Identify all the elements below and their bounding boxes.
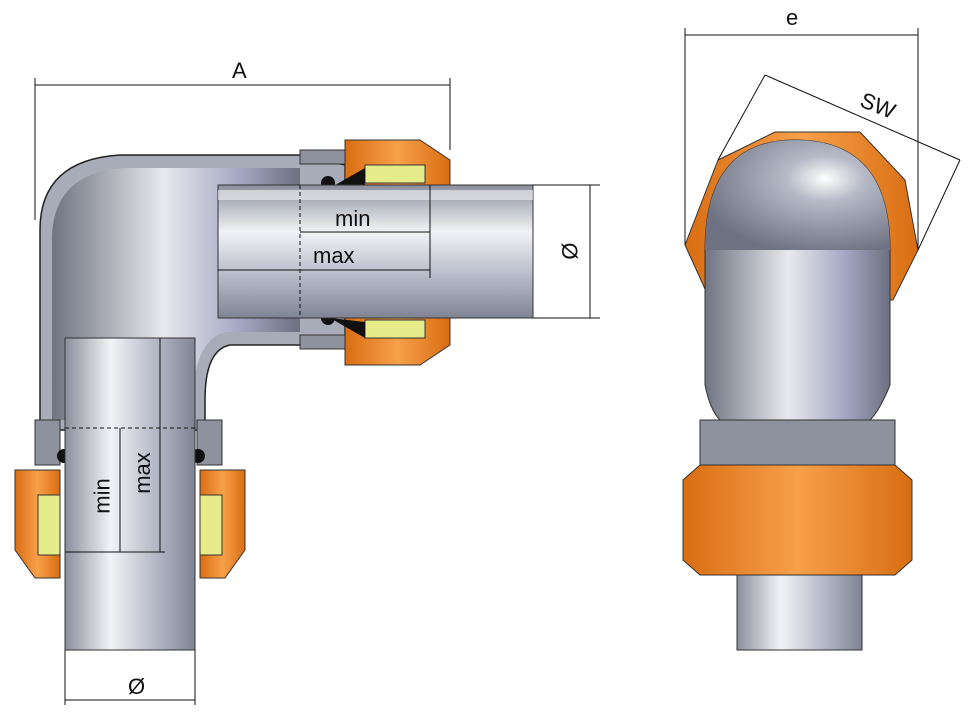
dimension-lines — [34, 78, 600, 705]
side-view — [682, 131, 919, 651]
horizontal-max-label: max — [313, 243, 355, 268]
side-dimension-lines — [684, 28, 961, 251]
dimension-a-label: A — [232, 58, 247, 83]
horizontal-min-label: min — [335, 206, 371, 231]
vertical-min-label: min — [89, 478, 115, 514]
vertical-max-label: max — [129, 452, 155, 494]
dimension-e-label: e — [786, 5, 799, 30]
elbow-section — [14, 139, 534, 651]
horizontal-diameter-label: Ø — [557, 242, 583, 260]
vertical-diameter-label: Ø — [128, 674, 146, 699]
